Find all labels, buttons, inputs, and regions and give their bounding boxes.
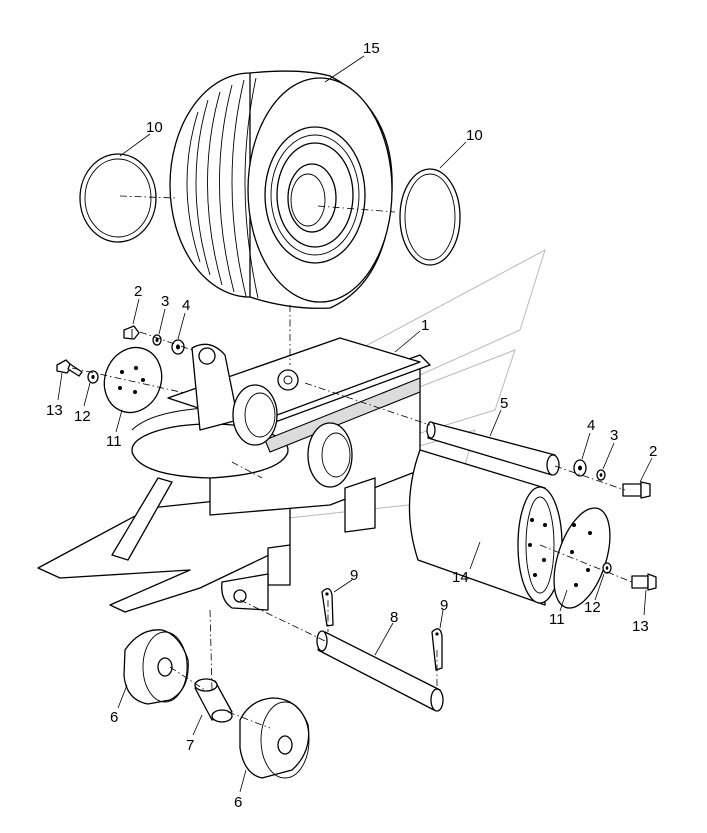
- washer-12-right: [602, 562, 612, 574]
- bolt-13-right: [631, 573, 657, 591]
- callout-labels: 15 10 10 1 2 3 4 13 12 11 5 4 3 2 14 11 …: [46, 40, 657, 811]
- callout-15: 15: [363, 40, 380, 57]
- pin-8: [316, 630, 444, 712]
- callout-12-left: 12: [74, 408, 91, 425]
- retaining-ring-right: [399, 168, 461, 266]
- callout-5: 5: [500, 395, 508, 412]
- callout-1: 1: [421, 317, 429, 334]
- wheel-6-lower: [239, 697, 310, 779]
- callout-4-left: 4: [182, 297, 190, 314]
- main-frame: [37, 337, 431, 613]
- callout-3-right: 3: [610, 427, 618, 444]
- callout-6-upper: 6: [110, 709, 118, 726]
- callout-7: 7: [186, 737, 194, 754]
- washer-12-left: [87, 370, 99, 384]
- callout-8: 8: [390, 609, 398, 626]
- bushing-7: [194, 678, 233, 723]
- callout-13-left: 13: [46, 402, 63, 419]
- callout-11-right: 11: [549, 611, 565, 628]
- callout-14: 14: [452, 569, 469, 586]
- callout-9-left: 9: [350, 567, 358, 584]
- cotter-pin-9-right: [431, 628, 443, 671]
- sheave-wheel: [169, 70, 393, 309]
- callout-3-left: 3: [161, 293, 169, 310]
- centerlines: [71, 195, 633, 729]
- callout-2-left: 2: [134, 283, 142, 300]
- callout-10-left: 10: [146, 119, 163, 136]
- callout-9-right: 9: [440, 597, 448, 614]
- callout-4-right: 4: [587, 417, 595, 434]
- bolt-13-left: [56, 359, 83, 377]
- callout-13-right: 13: [632, 618, 649, 635]
- callout-12-right: 12: [584, 599, 601, 616]
- callout-11-left: 11: [106, 433, 122, 450]
- bolt-2-left: [123, 325, 140, 340]
- cotter-pin-9-left: [321, 588, 334, 627]
- callout-6-lower: 6: [234, 794, 242, 811]
- lock-washer-3-right: [596, 469, 606, 481]
- wheel-6-upper: [123, 629, 189, 705]
- washer-4-right: [573, 459, 587, 477]
- callout-10-right: 10: [466, 127, 483, 144]
- callout-2-right: 2: [649, 443, 657, 460]
- cover-plate-11-left: [103, 346, 163, 414]
- bolt-2-right: [622, 481, 651, 499]
- leader-lines: [57, 55, 653, 793]
- retaining-ring-left: [79, 153, 157, 243]
- pin-5: [426, 421, 560, 476]
- drum-14: [408, 449, 563, 606]
